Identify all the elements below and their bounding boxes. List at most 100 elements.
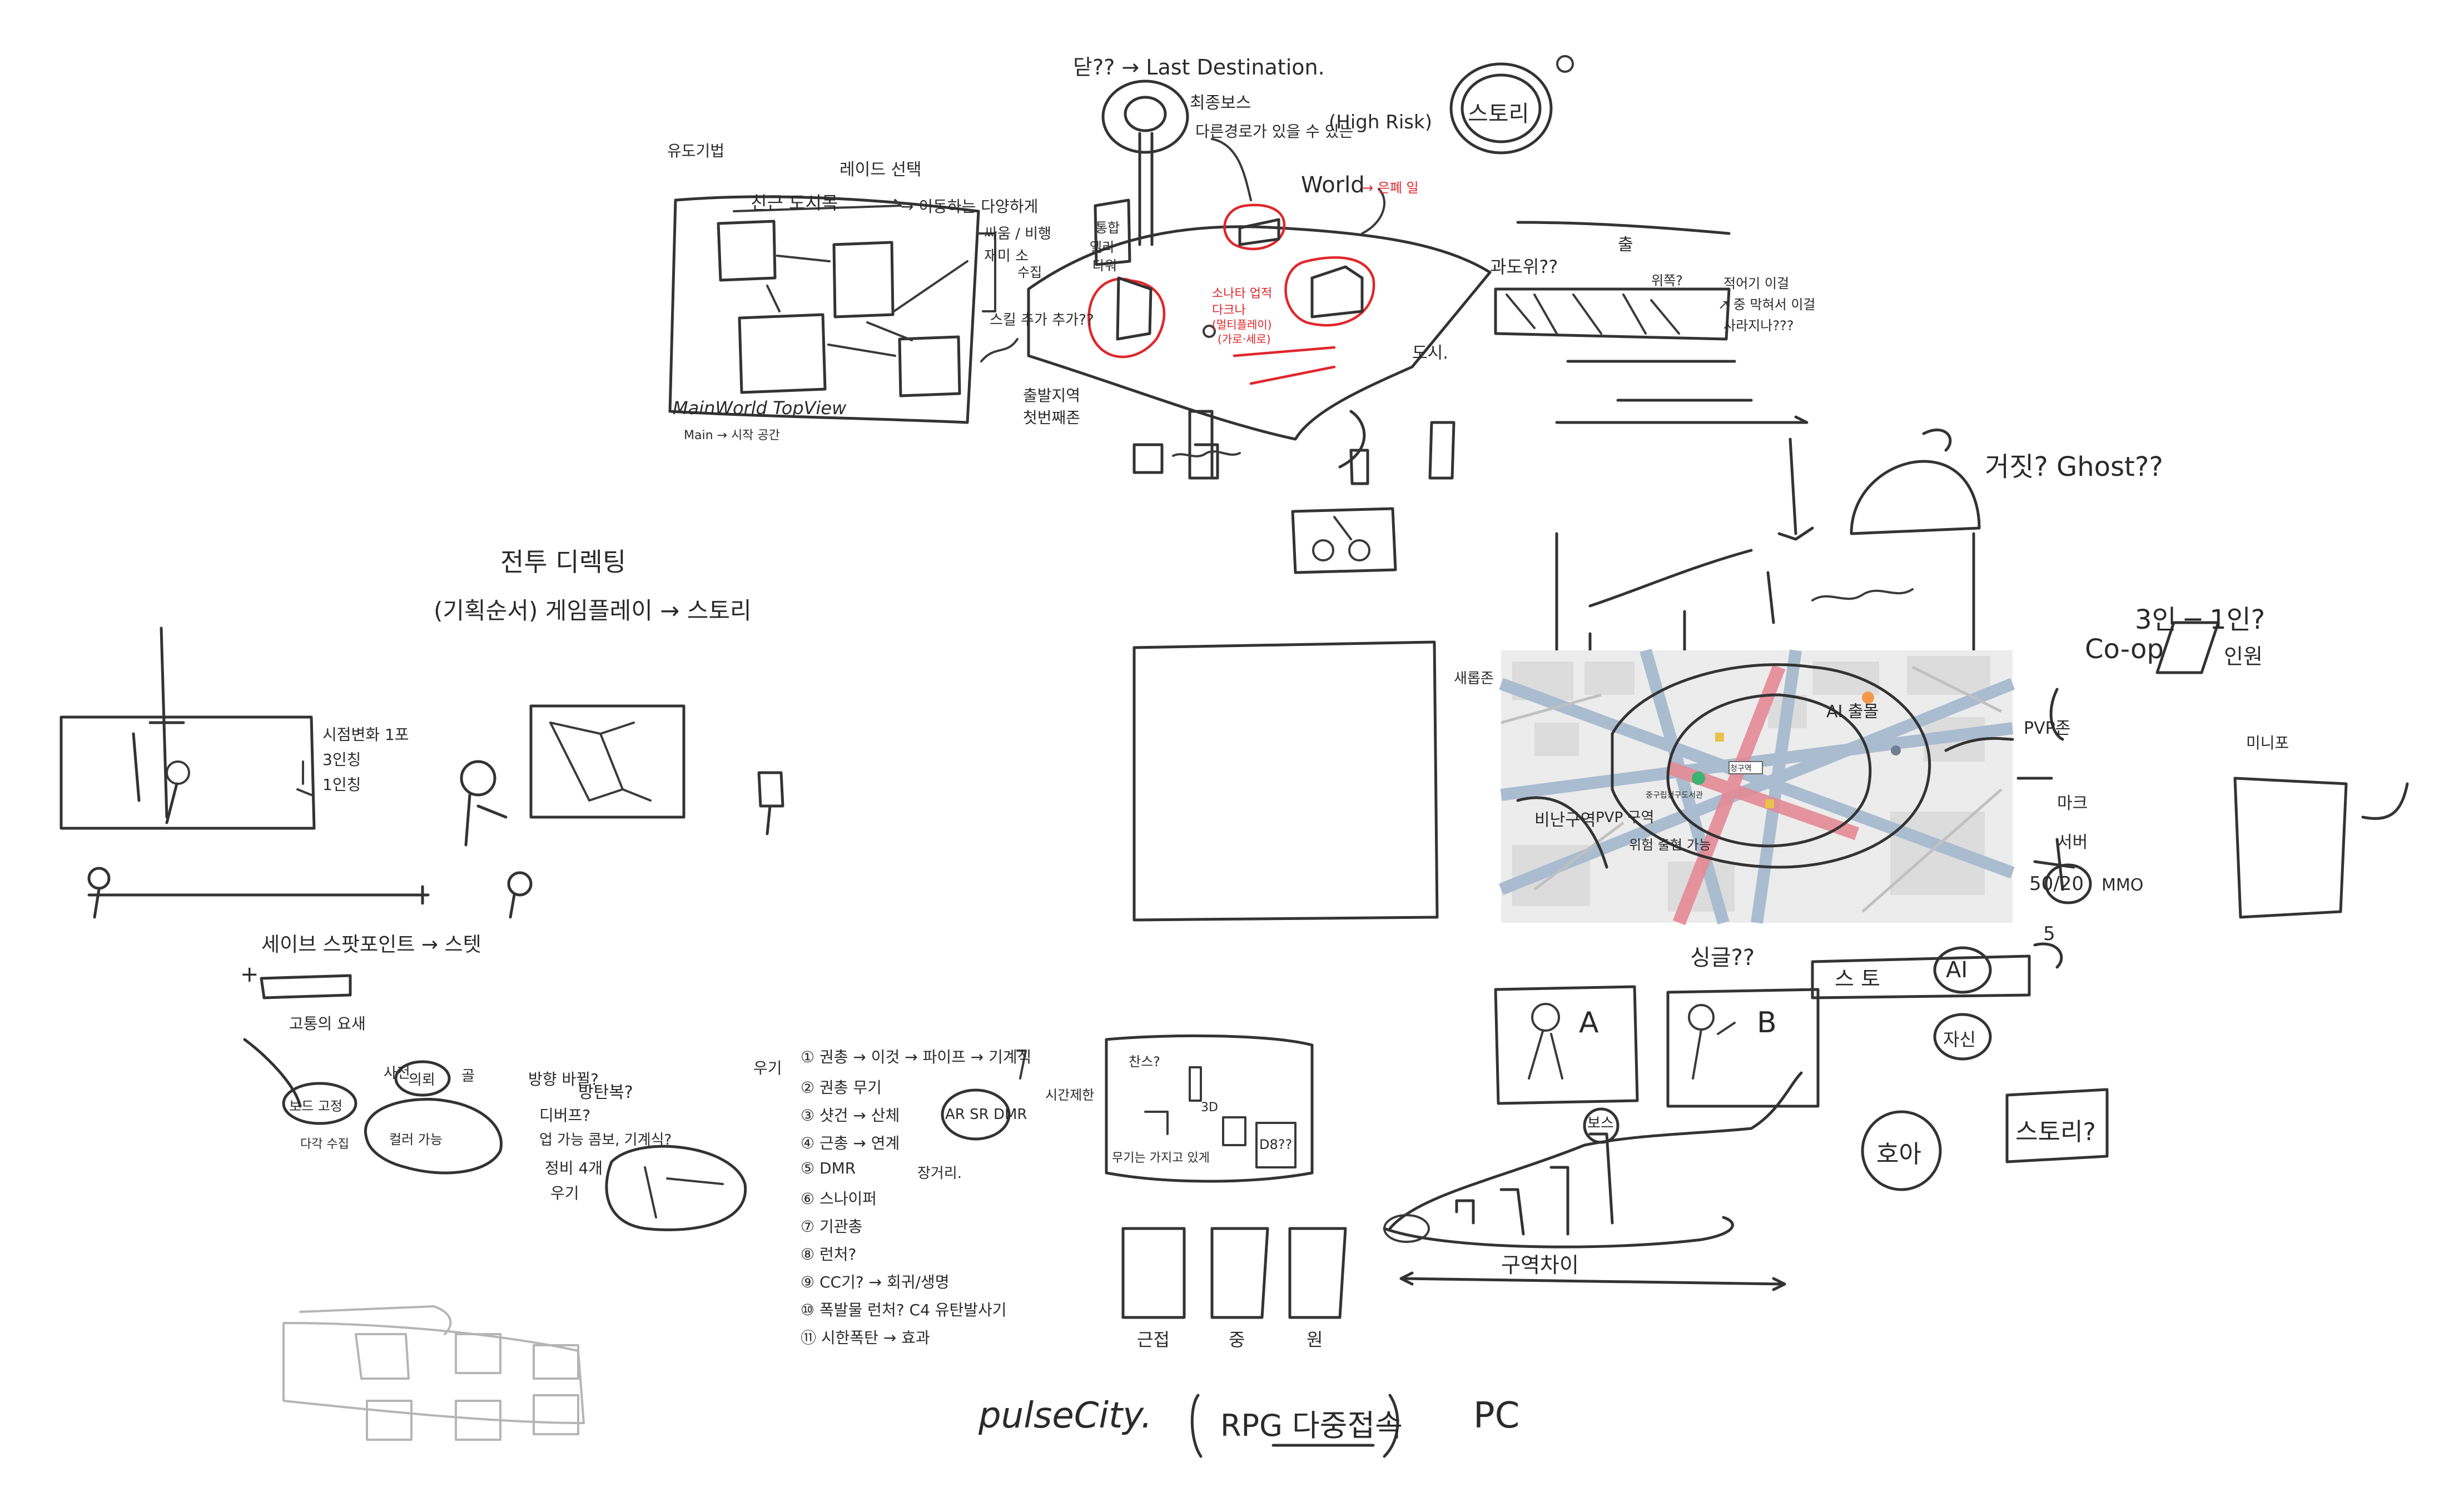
coop-mode-label: 인원 — [2224, 639, 2263, 670]
time-label: 시간제한 — [1045, 1084, 1094, 1103]
node-2: 의뢰 — [409, 1068, 435, 1089]
side-note-label: 출 — [1618, 231, 1633, 255]
last-destination: 닫?? → Last Destination. — [1073, 50, 1325, 81]
detail-note-3: 사라지나??? — [1723, 315, 1794, 334]
weapon-step-3: ③ 샷건 → 산체 — [801, 1103, 900, 1126]
weapon-step-7: ⑦ 기관총 — [801, 1215, 862, 1237]
start-zone-label: 출발지역 — [1023, 384, 1080, 406]
view-option-2: 3인칭 — [322, 748, 361, 770]
final-boss-label: 최종보스 — [1190, 89, 1251, 113]
weapon-step-9: ⑨ CC기? → 회귀/생명 — [801, 1270, 949, 1292]
story-label: 스 토 — [1835, 962, 1880, 992]
mmo-note-1: 마크 — [2057, 789, 2088, 814]
coop-top-label: 3인 ─ 1인? — [2135, 598, 2265, 636]
boss-label: 보스 — [1587, 1112, 1614, 1132]
loop-label: 과도위?? — [1490, 253, 1558, 278]
like-label: 호아 — [1876, 1134, 1921, 1170]
top-view-sketch — [670, 197, 1017, 422]
collect-label: 수집 — [1017, 261, 1042, 281]
top-right-sketch — [1451, 56, 1979, 662]
map-title-label: MainWorld TopView — [673, 397, 846, 419]
empty-frame — [1134, 642, 1437, 920]
tower-note-1: 통합 — [1095, 217, 1120, 236]
view-option-1: 시점변화 1포 — [322, 723, 409, 745]
mmo-note-2: 서버 — [2057, 828, 2088, 853]
player-b-label: B — [1757, 1006, 1777, 1040]
weapon-step-2: ② 권총 무기 — [801, 1076, 882, 1098]
big-city-label: 도시. — [1412, 339, 1448, 364]
weapon-step-11: ⑪ 시한폭탄 → 효과 — [801, 1326, 930, 1348]
weapon-step-6: ⑥ 스나이퍼 — [801, 1187, 877, 1209]
world-red-label: → 은폐 일 — [1362, 177, 1419, 196]
ai-circle-label: AI — [1946, 957, 1968, 983]
node-4: 보드 고정 — [289, 1095, 342, 1115]
mmo-note-4: MMO — [2102, 876, 2143, 895]
fortress-note-3: 업 가능 콤보, 기계식? — [539, 1128, 672, 1149]
order-heading: (기획순서) 게임플레이 → 스토리 — [434, 592, 752, 626]
fortress-note-4: 정비 4개 — [545, 1156, 603, 1178]
node-1: 사전 — [384, 1062, 410, 1082]
combat-heading: 전투 디렉팅 — [500, 542, 626, 579]
footer-title: pulseCity. — [978, 1395, 1153, 1436]
map-left-edge: 새롭존 — [1454, 667, 1494, 688]
box-note-4: 무기는 가지고 있게 — [1112, 1148, 1210, 1166]
node-5: 컬러 가능 — [389, 1128, 443, 1148]
player-a-label: A — [1579, 1006, 1599, 1040]
high-risk-label: (High Risk) — [1329, 111, 1432, 133]
mmo-note-3: 50/20 — [2029, 873, 2084, 895]
melee-label: 근접 — [1137, 1326, 1170, 1351]
fortress-title: 고통의 요새 — [289, 1012, 366, 1034]
battle-label: 싸움 / 비행 — [984, 222, 1051, 243]
routing-label: 레이드 선택 — [840, 156, 922, 180]
map-station: 청구역 — [1730, 763, 1752, 774]
ghost-label: 거짓? Ghost?? — [1985, 445, 2163, 484]
path-label: 위쪽? — [1651, 270, 1683, 289]
footer-genre: RPG 다중접속 — [1220, 1401, 1403, 1445]
fortress-note-2: 디버프? — [539, 1103, 590, 1126]
three-areas-label: 친근 도시목 — [751, 189, 838, 215]
detail-note-1: 적어기 이걸 — [1723, 272, 1789, 292]
add-skill-label: 스킬 추가 추가?? — [990, 309, 1094, 329]
weapon-step-1: ① 권총 → 이것 → 파이프 → 기계식 — [801, 1045, 1031, 1067]
weapon-range-label: 장거리. — [917, 1162, 962, 1182]
weapon-step-4: ④ 근총 → 연계 — [801, 1131, 900, 1153]
map-lower-zone: 위험 출현 가능 — [1629, 834, 1711, 853]
mid-range-label: 중 — [1229, 1326, 1245, 1351]
story-circle-label: 스토리 — [1468, 96, 1529, 128]
map-left-zone: 비난구역 — [1534, 806, 1596, 830]
box-note-3: D8?? — [1259, 1137, 1292, 1152]
fortress-note-5: 우기 — [550, 1181, 579, 1203]
map-image — [1501, 650, 2013, 923]
fortress-note-1: 방탄복? — [578, 1078, 633, 1103]
zone-diff-label: 구역차이 — [1501, 1248, 1579, 1279]
bottom-middle-sketch — [942, 1036, 1345, 1317]
detail-note-2: ↗ 중 막혀서 이걸 — [1718, 294, 1815, 313]
weapon-step-5: ⑤ DMR — [801, 1159, 856, 1177]
move-flow-label: → 이동하는 다양하게 — [901, 195, 1038, 217]
node-3: 골 — [461, 1065, 475, 1085]
coop-label: Co-op — [2085, 634, 2164, 665]
start-here-label: 첫번째존 — [1023, 406, 1080, 428]
footer-platform: PC — [1473, 1395, 1519, 1436]
ar-sr-dmr-label: AR SR DMR — [945, 1106, 1027, 1123]
tower-note-2: 엘리 — [1090, 236, 1114, 256]
map-mid-zone: PVP 구역 — [1596, 806, 1654, 827]
weapon-step-10: ⑩ 폭발물 런처? C4 유탄발사기 — [801, 1298, 1007, 1320]
single-label: 싱글?? — [1690, 939, 1755, 972]
checkpoint-label: 세이브 스팟포인트 → 스텟 — [261, 928, 481, 957]
revive-label: 자신 — [1943, 1026, 1976, 1051]
box-note-1: 찬스? — [1129, 1051, 1160, 1070]
plus-label: + — [240, 962, 259, 987]
long-range-label: 원 — [1307, 1326, 1323, 1351]
red-note-3: (멀티플레이) — [1212, 316, 1272, 332]
weapon-heading: 우기 — [753, 1056, 782, 1078]
weapon-step-8: ⑧ 런처? — [801, 1242, 856, 1265]
section-heading: 유도기법 — [667, 139, 724, 161]
story-q-label: 스토리? — [2015, 1112, 2096, 1147]
node-7: 다각 수집 — [300, 1134, 349, 1152]
map-right-zone: PVP존 — [2024, 714, 2070, 739]
mmo-note-5: 5 — [2043, 923, 2055, 945]
red-note-1: 소나타 업적 — [1212, 284, 1272, 301]
tower-note-3: 타워 — [1092, 255, 1117, 274]
